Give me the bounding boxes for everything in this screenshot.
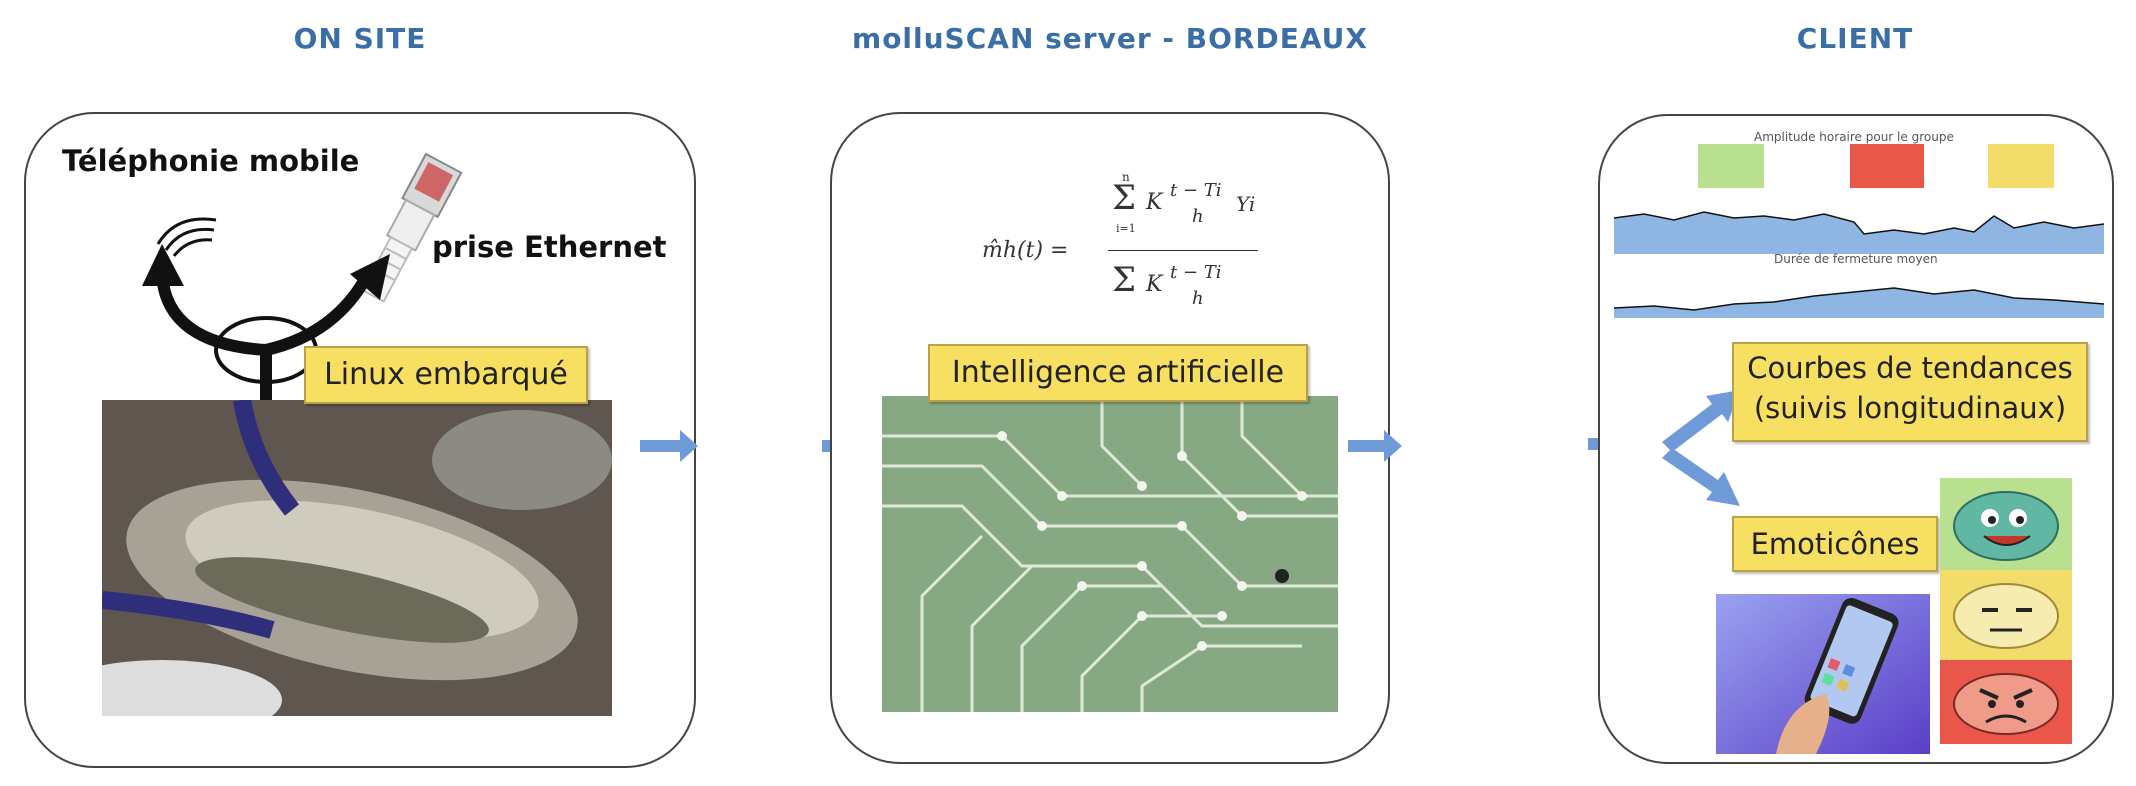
trend-curves-line1: Courbes de tendances [1747, 351, 2073, 385]
emoji-yellow-thumb [1988, 144, 2054, 188]
formula-sum-bottom: i=1 [1116, 222, 1136, 235]
emoticon-happy [1940, 478, 2072, 570]
formula-main-bar [1108, 250, 1258, 251]
column-title-client: CLIENT [1796, 22, 1914, 55]
trend-curves-label: Courbes de tendances (suivis longitudina… [1732, 342, 2088, 442]
column-title-server: molluSCAN server - BORDEAUX [852, 22, 1368, 55]
wireless-signal-icon [156, 217, 217, 257]
kernel-regression-formula: m̂h(t) = n i=1 Σ K t − Ti h Yi Σ K t − T… [982, 170, 1262, 344]
panel-on-site: Téléphonie mobile prise Ethernet [24, 112, 696, 768]
formula-num-h: h [1192, 206, 1204, 227]
smartphone-photo [1716, 594, 1930, 754]
emoji-green-thumb [1698, 144, 1764, 188]
formula-yi: Yi [1236, 192, 1256, 216]
ai-label: Intelligence artificielle [928, 344, 1308, 402]
chart-closure-plot [1614, 287, 2104, 318]
panel-client: Amplitude horaire pour le groupe Durée d… [1598, 114, 2114, 764]
formula-den-h: h [1192, 288, 1204, 309]
chart-closure: Durée de fermeture moyen [1614, 252, 2104, 352]
formula-lhs: m̂h(t) = [982, 238, 1069, 263]
formula-den-sigma: Σ [1112, 260, 1137, 300]
chart-amplitude-plot [1614, 211, 2104, 254]
oyster-sensor-photo [102, 400, 612, 716]
chart-amplitude: Amplitude horaire pour le groupe [1614, 130, 2104, 270]
chart-closure-title: Durée de fermeture moyen [1774, 252, 1938, 266]
formula-sum-top: n [1122, 170, 1130, 184]
formula-den-kernel: K [1146, 272, 1163, 297]
panel-server: m̂h(t) = n i=1 Σ K t − Ti h Yi Σ K t − T… [830, 112, 1390, 764]
emoticon-angry [1940, 660, 2072, 744]
emoticon-neutral [1940, 570, 2072, 660]
flow-arrow-3 [1348, 430, 1402, 462]
formula-den-fraction: t − Ti [1170, 262, 1222, 283]
formula-num-fraction: t − Ti [1170, 180, 1222, 201]
formula-num-sigma: Σ [1112, 178, 1137, 218]
mobile-telephony-label: Téléphonie mobile [62, 144, 360, 178]
column-title-on-site: ON SITE [293, 22, 427, 55]
formula-num-kernel: K [1146, 190, 1163, 215]
emoji-red-thumb [1850, 144, 1924, 188]
circuit-board-photo [882, 396, 1338, 712]
emoticons-label: Emoticônes [1732, 516, 1938, 572]
ethernet-label: prise Ethernet [432, 230, 667, 264]
linux-embedded-label: Linux embarqué [304, 346, 588, 404]
flow-arrow-1 [640, 430, 698, 462]
branch-arrows [1662, 390, 1740, 506]
chart-amplitude-title: Amplitude horaire pour le groupe [1754, 130, 1954, 144]
trend-curves-line2: (suivis longitudinaux) [1753, 391, 2067, 425]
